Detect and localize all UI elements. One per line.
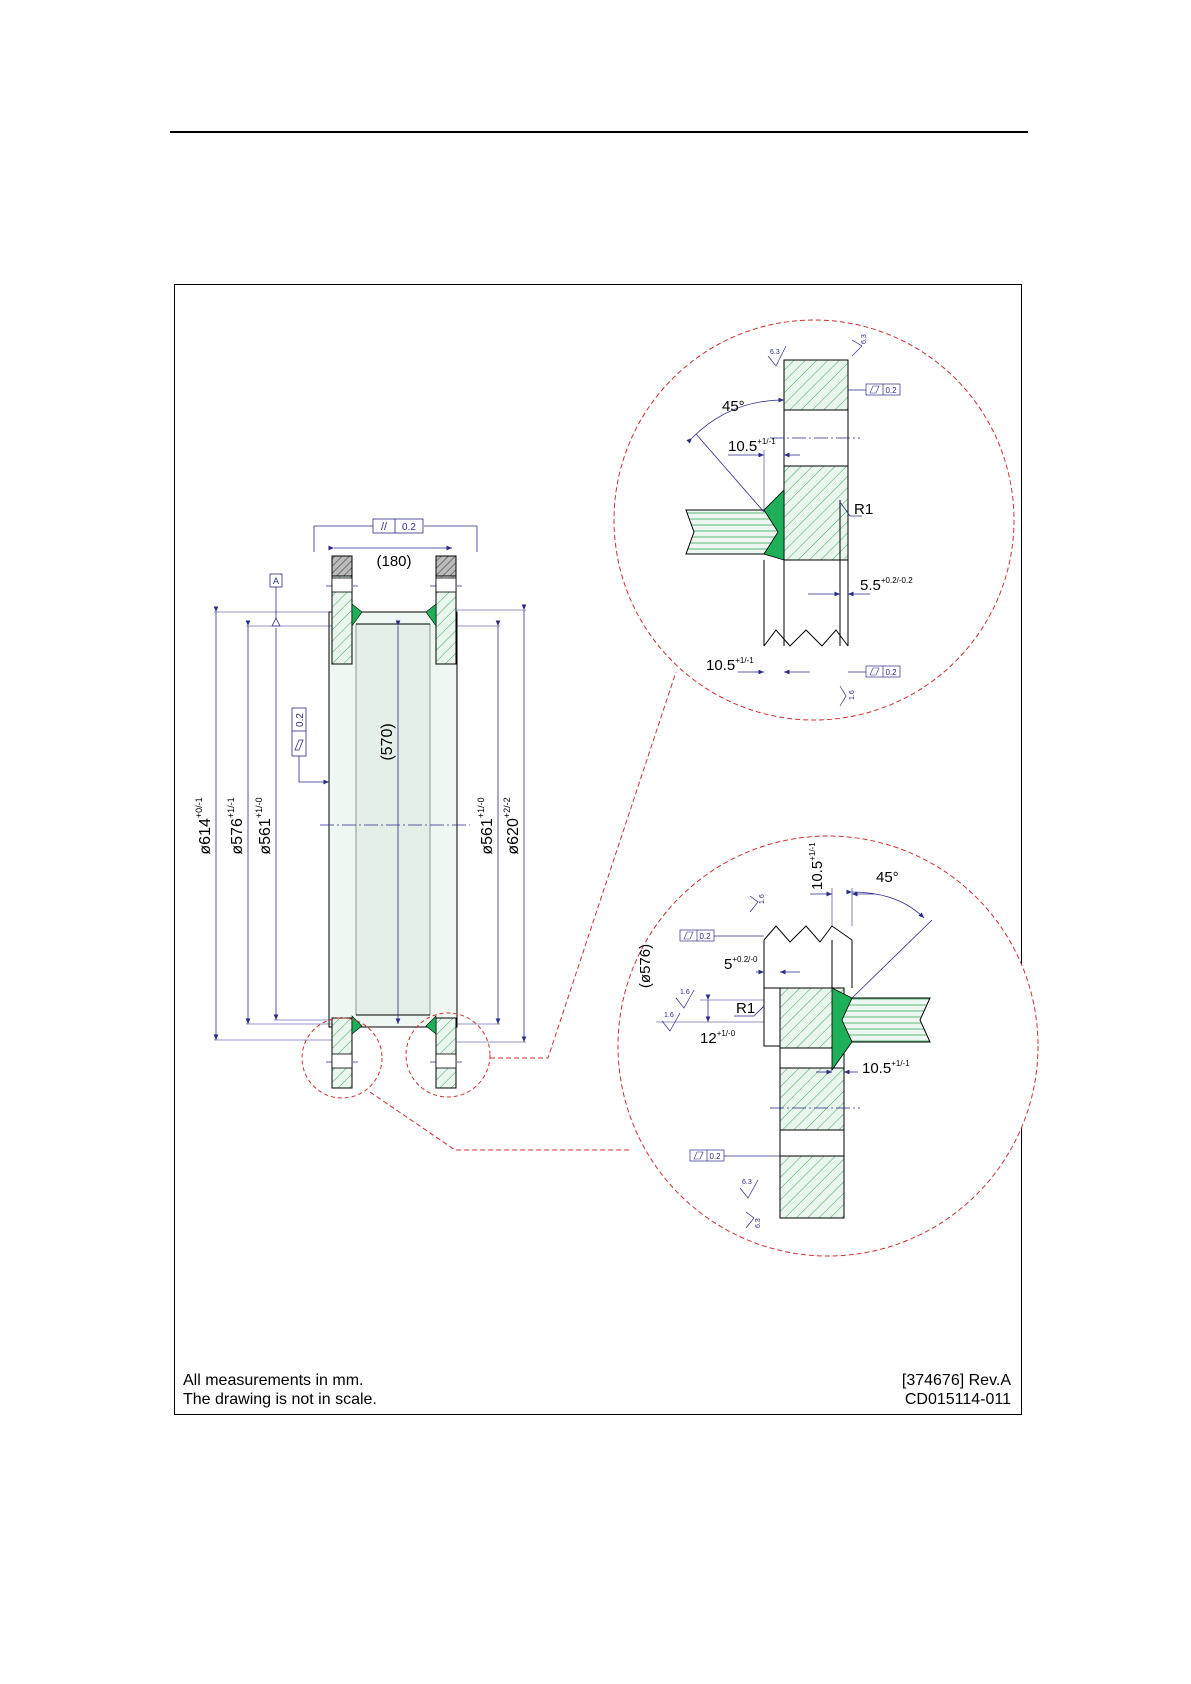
- right-flange-bottom: [436, 1018, 456, 1088]
- top-radius: R1: [854, 501, 873, 518]
- footer-revision: [374676] Rev.A: [902, 1371, 1011, 1390]
- footer-drawing-number: CD015114-011: [902, 1390, 1011, 1409]
- dim-d620: ø620+2/-2: [502, 797, 522, 854]
- datum-label: A: [273, 576, 279, 586]
- top-flatness2: 0.2: [885, 668, 897, 677]
- top-angle: 45°: [722, 398, 745, 415]
- dim-d561-left: ø561+1/-0: [254, 797, 274, 854]
- bottom-rough2: 1.6: [664, 1012, 674, 1019]
- footer-scale-note: The drawing is not in scale.: [183, 1390, 377, 1409]
- main-view: // 0.2 (180) A 0.2 ø614+0/-1 ø576+1/-1: [194, 519, 676, 1150]
- flatness-value-main: 0.2: [295, 713, 306, 727]
- top-rough3: 1.6: [849, 690, 856, 700]
- top-flatness1: 0.2: [885, 386, 897, 395]
- dim-d561-right: ø561+1/-0: [476, 797, 496, 854]
- bottom-rough3: 1.6: [759, 894, 766, 904]
- bottom-flatness1: 0.2: [699, 932, 711, 941]
- footer-units-note: All measurements in mm.: [183, 1371, 377, 1390]
- bottom-angle: 45°: [876, 869, 899, 886]
- bottom-rough4: 6.3: [742, 1179, 752, 1186]
- dim-d576: ø576+1/-1: [226, 797, 246, 854]
- parallelism-symbol: //: [381, 521, 388, 533]
- top-rough1: 6.3: [770, 349, 780, 356]
- top-rough2: 6.3: [861, 334, 868, 344]
- bottom-ref-dia: (ø576): [637, 944, 654, 988]
- footer-notes: All measurements in mm. The drawing is n…: [183, 1371, 377, 1409]
- detail-bottom: 45° 10.5+1/-1 5+0.2/-0 (ø576) 1.6 1.6 R1…: [618, 836, 1038, 1256]
- left-flange-bottom: [332, 1018, 352, 1088]
- tube-inner: [356, 624, 430, 1015]
- footer-reference: [374676] Rev.A CD015114-011: [902, 1371, 1011, 1409]
- width-dimension: (180): [376, 553, 411, 570]
- length-dimension: (570): [379, 723, 396, 760]
- parallelism-value: 0.2: [402, 522, 416, 533]
- bottom-radius: R1: [736, 1000, 755, 1017]
- detail-top: 45° 10.5+1/-1 R1 5.5+0.2/-0.2 10.5+1/-1 …: [614, 320, 1014, 720]
- bottom-flatness2: 0.2: [709, 1152, 721, 1161]
- bottom-rough1: 1.6: [680, 989, 690, 996]
- bottom-rough5: 6.3: [755, 1218, 762, 1228]
- dim-d614: ø614+0/-1: [194, 797, 214, 854]
